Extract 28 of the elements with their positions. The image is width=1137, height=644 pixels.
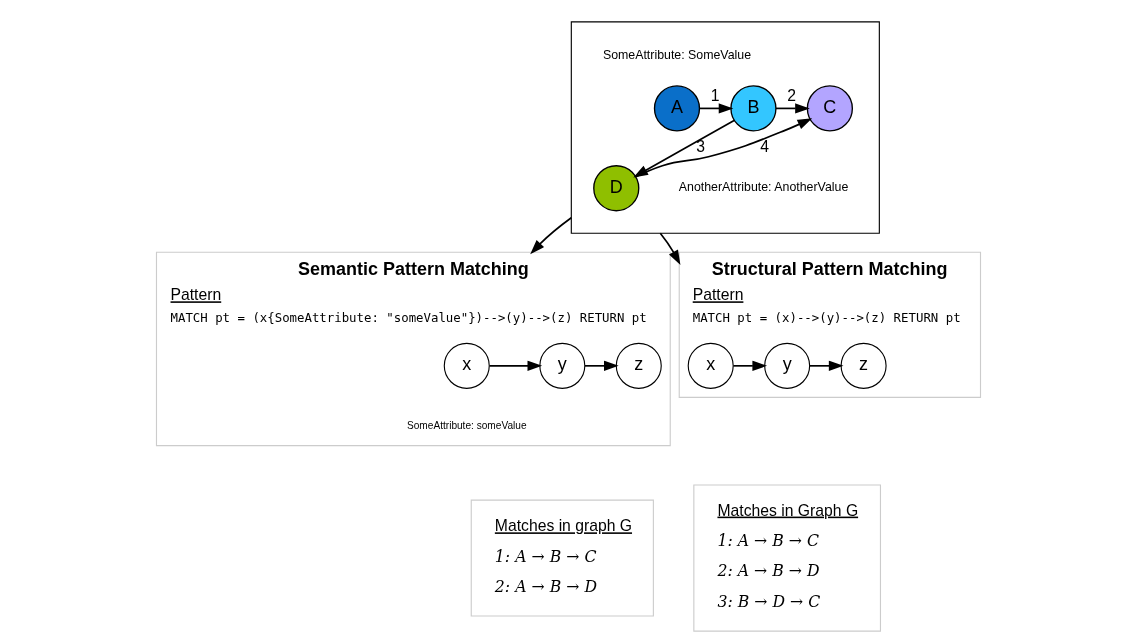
node-circle: C (806, 85, 854, 132)
arrow (584, 360, 619, 371)
cluster (570, 21, 880, 234)
node-circle: A (653, 85, 701, 132)
node-circle: x (443, 342, 490, 389)
edge-label: 4 (760, 138, 770, 156)
node-label: AnotherAttribute: AnotherValue (678, 180, 849, 195)
node-box: Matches in Graph G 1: A → B → C 2: A → B → D 3: B → D → C (693, 484, 881, 632)
node-box: Matches in graph G 1: A → B → C 2: A → B → D (470, 499, 654, 617)
node-circle: B (730, 85, 777, 132)
arrow (732, 360, 768, 371)
node-circle: x (687, 342, 734, 389)
arrow (809, 360, 844, 371)
edge-label: 3 (696, 138, 705, 156)
arrow (659, 232, 681, 265)
arrow (488, 360, 543, 371)
node-circle: z (615, 342, 662, 389)
arrow (775, 103, 810, 114)
arrow (698, 103, 734, 114)
node-label: SomeAttribute: someValue (407, 420, 527, 432)
node-circle: z (840, 342, 887, 389)
node-circle: D (593, 165, 640, 212)
edge-label: 2 (787, 86, 797, 104)
node-circle: y (764, 342, 811, 389)
node-circle: y (539, 342, 586, 389)
arrow (530, 216, 573, 255)
node-label: SomeAttribute: SomeValue (602, 47, 752, 62)
edge-label: 1 (710, 86, 720, 104)
